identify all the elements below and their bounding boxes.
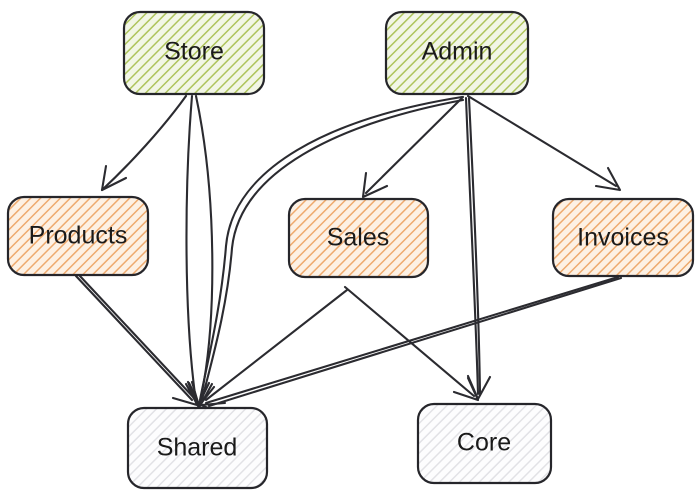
- node-admin[interactable]: Admin: [384, 10, 530, 96]
- edge-admin-core-echo: [467, 96, 482, 396]
- edge-admin-invoices: [466, 94, 622, 192]
- node-sales-shape[interactable]: [287, 197, 430, 279]
- edge-products-shared: [74, 274, 199, 407]
- node-invoices-shape[interactable]: [551, 197, 695, 278]
- edge-layer: [74, 94, 623, 416]
- node-store-shape[interactable]: [122, 10, 266, 96]
- edge-sales-shared: [204, 288, 349, 402]
- edge-store-products: [100, 94, 188, 192]
- node-store[interactable]: Store: [122, 10, 266, 96]
- node-admin-shape[interactable]: [384, 10, 530, 96]
- node-products-shape[interactable]: [6, 195, 150, 277]
- node-shared[interactable]: Shared: [126, 406, 269, 490]
- node-layer: Store Admin Products Sales Invoices Shar: [6, 10, 695, 490]
- edge-store-shared-a: [184, 94, 211, 408]
- edge-admin-core: [464, 96, 492, 401]
- node-invoices[interactable]: Invoices: [551, 197, 695, 278]
- node-sales[interactable]: Sales: [287, 197, 430, 279]
- edge-admin-sales: [361, 95, 465, 199]
- node-products[interactable]: Products: [6, 195, 150, 277]
- node-core[interactable]: Core: [416, 402, 553, 485]
- edge-store-shared-b: [190, 94, 216, 408]
- node-core-shape[interactable]: [416, 402, 553, 485]
- edge-invoices-shared-echo: [207, 276, 623, 408]
- node-shared-shape[interactable]: [126, 406, 269, 490]
- edge-admin-shared-echo: [200, 98, 465, 402]
- edge-products-shared-echo: [77, 273, 197, 401]
